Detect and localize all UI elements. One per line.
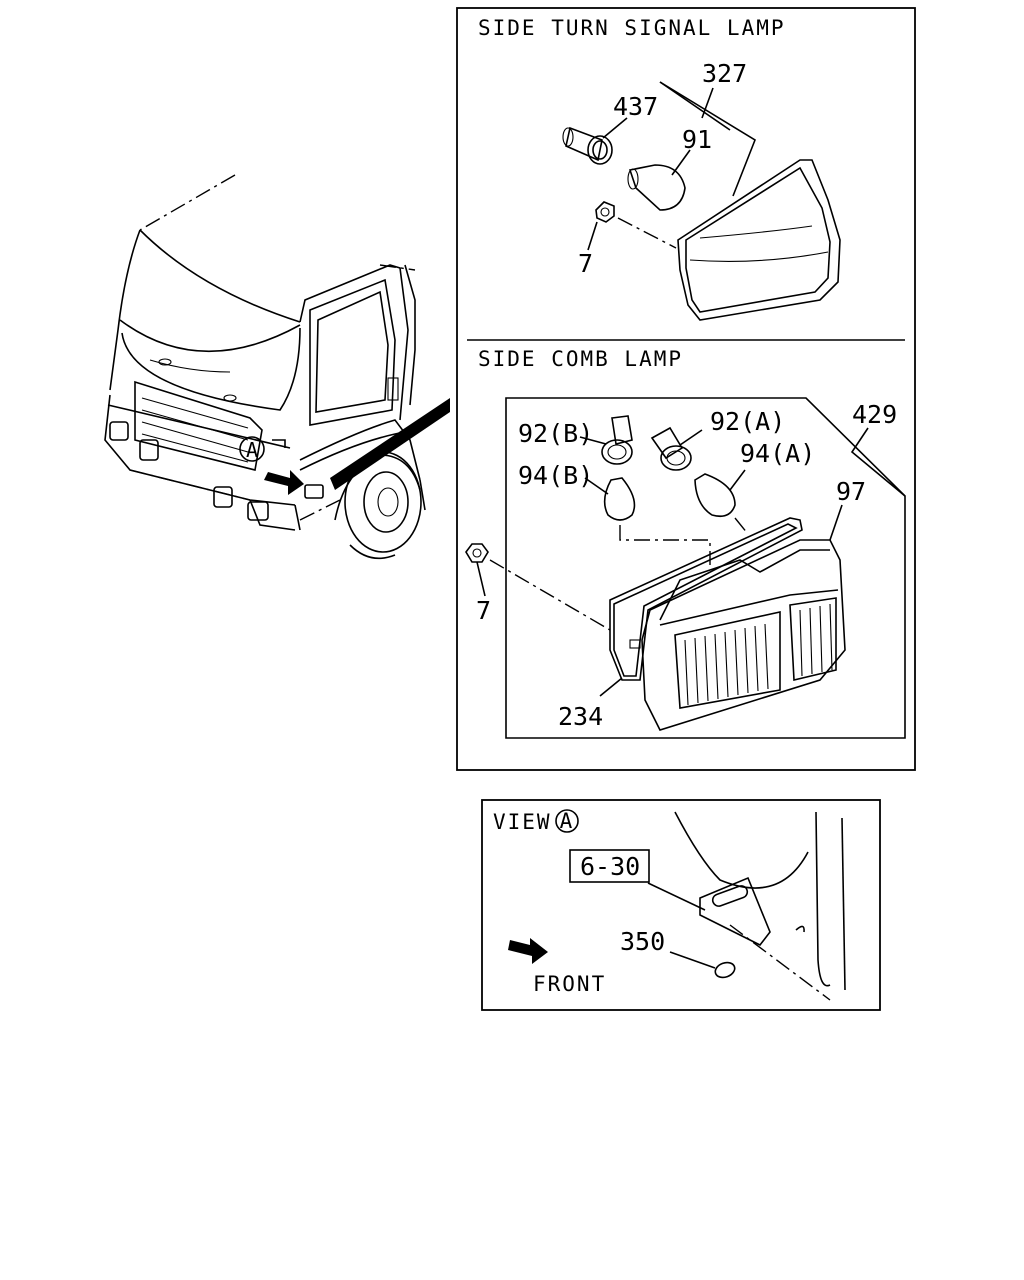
- callout-437: 437: [613, 92, 658, 121]
- callout-94b: 94(B): [518, 461, 593, 490]
- front-label: FRONT: [533, 972, 606, 996]
- view-a-marker: A: [560, 809, 575, 833]
- front-arrow-icon: [508, 938, 548, 964]
- lamp-panel-frame: [456, 7, 916, 771]
- comb-lamp-assembly: [465, 415, 906, 731]
- callout-234: 234: [558, 702, 603, 731]
- callout-97: 97: [836, 477, 866, 506]
- callout-94a: 94(A): [740, 439, 815, 468]
- view-marker-a: A: [246, 438, 258, 462]
- view-a-panel-frame: [481, 799, 881, 1011]
- callout-327: 327: [702, 59, 747, 88]
- ref-6-30-box: [569, 849, 650, 883]
- callout-7-bottom: 7: [476, 596, 491, 625]
- callout-7-top: 7: [578, 249, 593, 278]
- callout-350: 350: [620, 927, 665, 956]
- view-a-title: VIEW: [493, 810, 552, 834]
- side-comb-lamp-title: SIDE COMB LAMP: [478, 347, 683, 371]
- truck-cab-illustration: A: [104, 174, 450, 560]
- callout-92a: 92(A): [710, 407, 785, 436]
- callout-91: 91: [682, 125, 712, 154]
- view-a-illustration: [647, 811, 846, 1001]
- callout-6-30: 6-30: [580, 852, 640, 881]
- side-turn-signal-lamp-title: SIDE TURN SIGNAL LAMP: [478, 16, 786, 40]
- callout-92b: 92(B): [518, 419, 593, 448]
- turn-signal-lamp-assembly: [562, 81, 841, 321]
- callout-429: 429: [852, 400, 897, 429]
- comb-lamp-subframe: [505, 397, 906, 739]
